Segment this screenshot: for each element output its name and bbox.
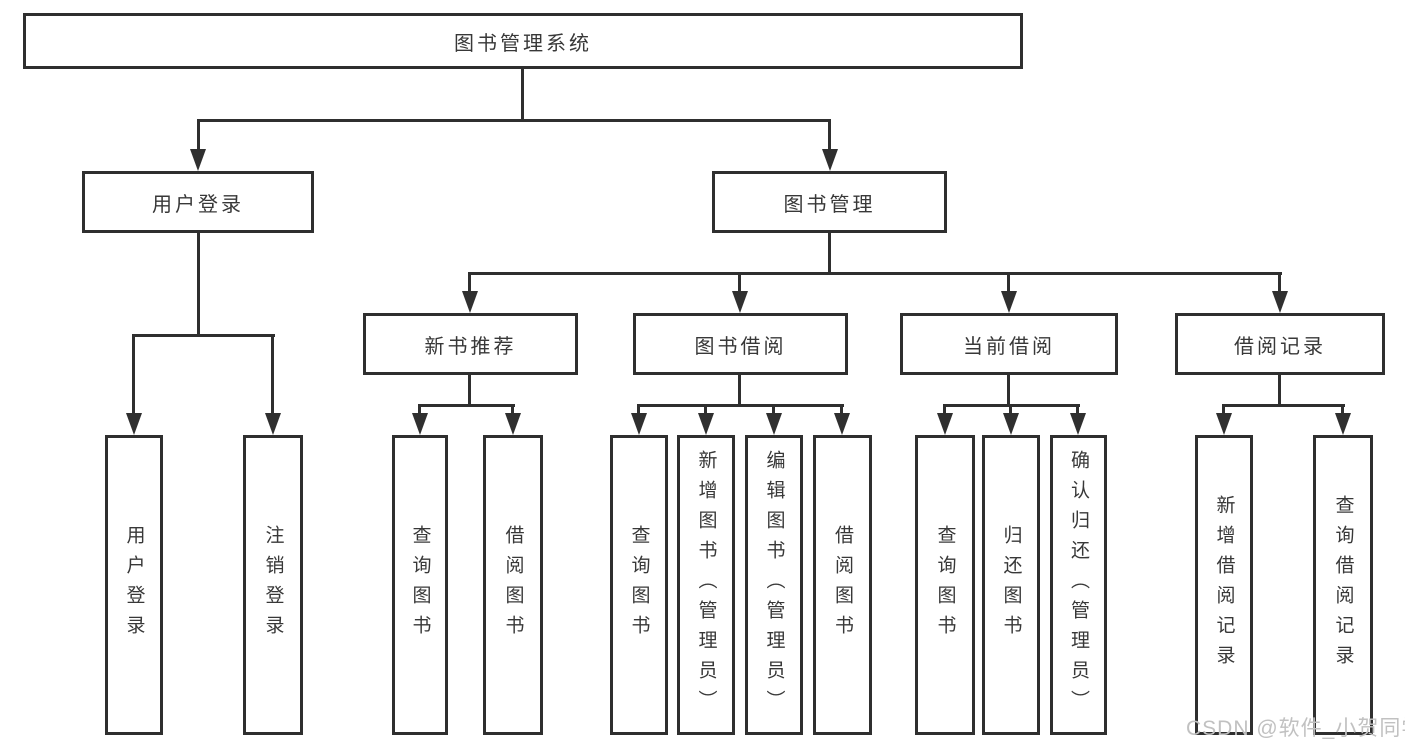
connector-line — [521, 69, 524, 120]
connector-line — [772, 404, 775, 415]
node-current-borrow-label: 当前借阅 — [963, 335, 1055, 358]
connector-line — [840, 404, 843, 415]
leaf-query-books-recommend-label: 查询图书 — [409, 525, 431, 645]
connector-line — [1278, 374, 1281, 407]
leaf-query-books-current-label: 查询图书 — [934, 525, 956, 645]
leaf-borrow-books-borrow-label: 借阅图书 — [832, 525, 853, 645]
arrowhead-down-icon — [822, 149, 838, 171]
arrowhead-down-icon — [1070, 413, 1086, 435]
node-current-borrow: 当前借阅 — [900, 313, 1118, 375]
connector-line — [1222, 404, 1345, 407]
arrowhead-down-icon — [462, 291, 478, 313]
node-root-label: 图书管理系统 — [454, 32, 592, 55]
node-new-book-recommend-label: 新书推荐 — [424, 335, 517, 358]
leaf-edit-book-admin-label: 编辑图书（管理员） — [763, 450, 785, 720]
connector-line — [1341, 404, 1344, 415]
arrowhead-down-icon — [126, 413, 142, 435]
arrowhead-down-icon — [505, 413, 521, 435]
arrowhead-down-icon — [1003, 413, 1019, 435]
node-user-login: 用户登录 — [82, 171, 314, 233]
arrowhead-down-icon — [1216, 413, 1232, 435]
leaf-user-login-label: 用户登录 — [123, 525, 145, 645]
node-book-borrow-label: 图书借阅 — [694, 335, 787, 358]
arrowhead-down-icon — [1001, 291, 1017, 313]
arrowhead-down-icon — [766, 413, 782, 435]
connector-line — [1278, 272, 1281, 293]
connector-line — [828, 119, 831, 151]
arrowhead-down-icon — [265, 413, 281, 435]
leaf-query-books-borrow-label: 查询图书 — [628, 525, 650, 645]
node-root: 图书管理系统 — [23, 13, 1023, 69]
connector-line — [828, 232, 831, 275]
connector-line — [1076, 404, 1079, 415]
connector-line — [943, 404, 946, 415]
leaf-add-borrow-record: 新增借阅记录 — [1195, 435, 1253, 735]
leaf-return-book-label: 归还图书 — [1000, 525, 1022, 645]
connector-line — [197, 119, 200, 151]
connector-line — [738, 374, 741, 407]
leaf-query-books-current: 查询图书 — [915, 435, 975, 735]
leaf-borrow-books-borrow: 借阅图书 — [813, 435, 872, 735]
leaf-edit-book-admin: 编辑图书（管理员） — [745, 435, 803, 735]
connector-line — [418, 404, 515, 407]
node-new-book-recommend: 新书推荐 — [363, 313, 578, 375]
leaf-query-books-borrow: 查询图书 — [610, 435, 668, 735]
connector-line — [637, 404, 640, 415]
node-book-management-label: 图书管理 — [783, 193, 876, 216]
csdn-watermark: CSDN @软件_小贺同学 — [1186, 717, 1405, 740]
connector-line — [197, 232, 200, 336]
leaf-borrow-books-recommend: 借阅图书 — [483, 435, 543, 735]
leaf-add-book-admin-label: 新增图书（管理员） — [695, 450, 717, 720]
connector-line — [418, 404, 421, 415]
connector-line — [1007, 272, 1010, 293]
node-book-borrow: 图书借阅 — [633, 313, 848, 375]
leaf-logout: 注销登录 — [243, 435, 303, 735]
leaf-borrow-books-recommend-label: 借阅图书 — [502, 525, 524, 645]
connector-line — [637, 404, 844, 407]
connector-line — [738, 272, 741, 293]
arrowhead-down-icon — [937, 413, 953, 435]
arrowhead-down-icon — [698, 413, 714, 435]
connector-line — [468, 374, 471, 407]
node-book-management: 图书管理 — [712, 171, 947, 233]
leaf-return-book: 归还图书 — [982, 435, 1040, 735]
connector-line — [704, 404, 707, 415]
leaf-confirm-return-admin: 确认归还（管理员） — [1050, 435, 1107, 735]
leaf-add-book-admin: 新增图书（管理员） — [677, 435, 735, 735]
connector-line — [468, 272, 1282, 275]
arrowhead-down-icon — [631, 413, 647, 435]
leaf-add-borrow-record-label: 新增借阅记录 — [1213, 495, 1235, 675]
leaf-logout-label: 注销登录 — [262, 525, 284, 645]
node-borrow-records: 借阅记录 — [1175, 313, 1385, 375]
arrowhead-down-icon — [1272, 291, 1288, 313]
connector-line — [511, 404, 514, 415]
node-borrow-records-label: 借阅记录 — [1234, 335, 1326, 358]
node-user-login-label: 用户登录 — [152, 193, 244, 216]
connector-line — [1222, 404, 1225, 415]
arrowhead-down-icon — [412, 413, 428, 435]
leaf-confirm-return-admin-label: 确认归还（管理员） — [1068, 450, 1089, 720]
connector-line — [132, 334, 135, 415]
connector-line — [197, 119, 831, 122]
leaf-query-borrow-record-label: 查询借阅记录 — [1332, 495, 1354, 675]
arrowhead-down-icon — [834, 413, 850, 435]
connector-line — [1007, 374, 1010, 407]
leaf-query-books-recommend: 查询图书 — [392, 435, 448, 735]
connector-line — [271, 334, 274, 415]
leaf-query-borrow-record: 查询借阅记录 — [1313, 435, 1373, 735]
connector-line — [1009, 404, 1012, 415]
leaf-user-login: 用户登录 — [105, 435, 163, 735]
connector-line — [468, 272, 471, 293]
arrowhead-down-icon — [732, 291, 748, 313]
connector-line — [132, 334, 275, 337]
arrowhead-down-icon — [1335, 413, 1351, 435]
arrowhead-down-icon — [190, 149, 206, 171]
